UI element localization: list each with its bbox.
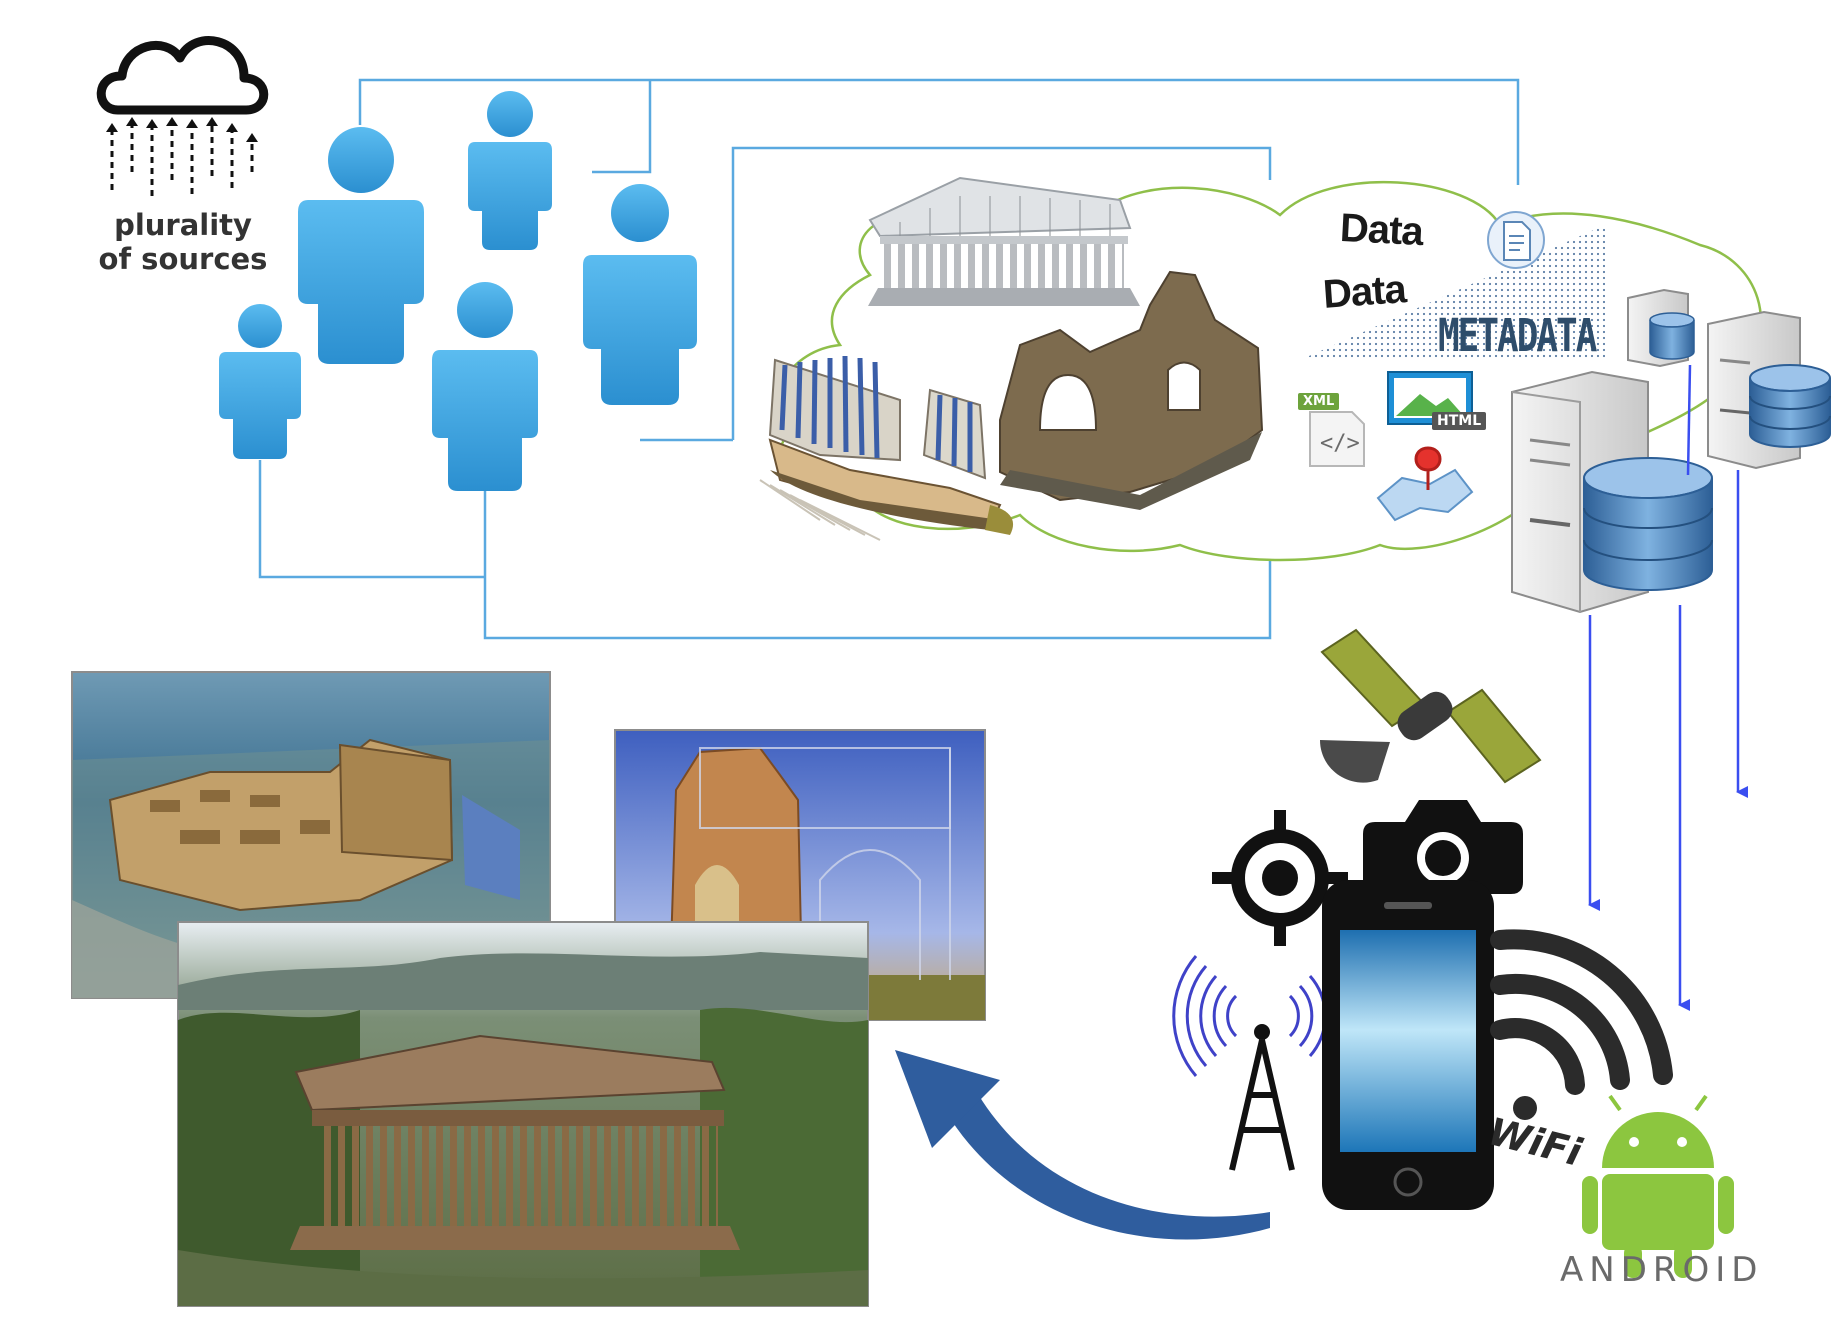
xml-document-icon: </> (1309, 411, 1365, 467)
person-icon (432, 282, 538, 491)
satellite-icon (1320, 628, 1542, 784)
temple-3d-model-icon (868, 176, 1140, 306)
connector-person-bottom-left (258, 460, 485, 579)
map-pin-icon (1376, 446, 1474, 522)
connector-to-cloud (731, 146, 1272, 440)
android-label: ANDROID (1560, 1250, 1764, 1290)
smartphone-icon (1322, 880, 1494, 1210)
data-label: Data (1321, 267, 1408, 317)
person-icon (583, 184, 697, 405)
people-group (219, 91, 697, 491)
connector-lines (258, 78, 1520, 640)
gps-target-icon (1212, 810, 1348, 946)
connector-bottom (483, 490, 1272, 640)
data-arrow-link (1686, 364, 1692, 476)
android-robot-icon (1582, 1094, 1734, 1278)
plurality-of-sources-label: plurality of sources (88, 208, 278, 276)
ruins-3d-model-icon (999, 270, 1264, 510)
camera-icon (1363, 800, 1523, 894)
wifi-icon (1490, 929, 1673, 1120)
database-icon (1749, 364, 1831, 448)
document-icon (1487, 211, 1545, 269)
data-label: Data (1338, 205, 1424, 255)
metadata-label: METADATA (1438, 310, 1597, 363)
trireme-3d-model-icon (759, 355, 1014, 541)
cloud-upload-icon (96, 36, 269, 196)
curved-arrow-icon (895, 1050, 1270, 1240)
sources-label-line2: of sources (98, 242, 268, 276)
data-arrows (1588, 364, 1748, 1011)
person-icon (298, 127, 424, 364)
svg-text:</>: </> (1320, 431, 1360, 456)
temple-landscape-photo (177, 921, 869, 1307)
person-icon (468, 91, 552, 250)
xml-label: XML (1298, 393, 1340, 410)
database-icon (1649, 312, 1695, 360)
connector-top-outer (358, 78, 1520, 185)
sources-label-line1: plurality (114, 208, 252, 242)
person-icon (219, 304, 301, 459)
radio-tower-icon (1172, 955, 1327, 1171)
html-label: HTML (1432, 412, 1487, 430)
database-icon (1583, 457, 1713, 591)
connector-top-inner (592, 80, 652, 174)
